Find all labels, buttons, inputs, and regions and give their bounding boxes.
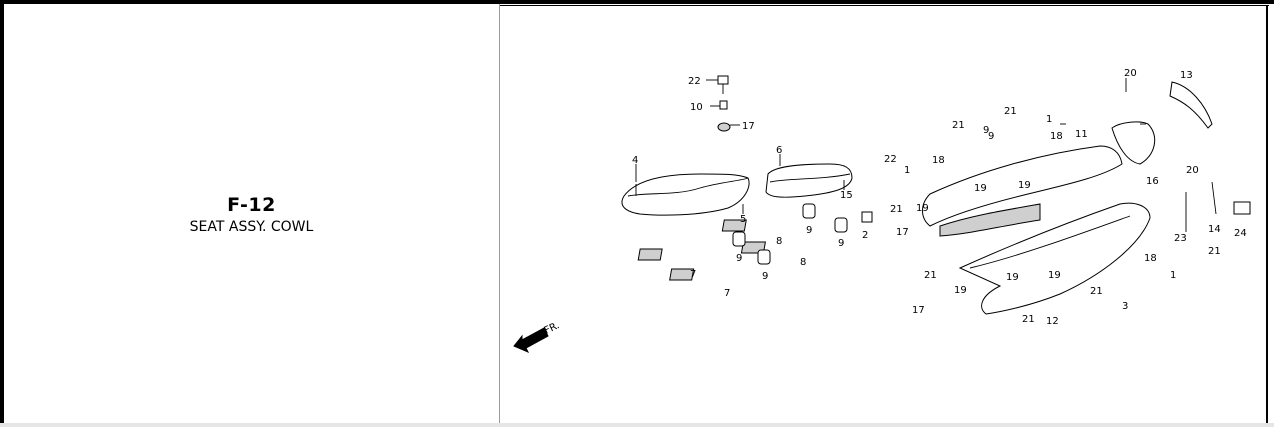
tail-cover-part [1111, 81, 1251, 232]
callout-19c: 19 [916, 203, 929, 214]
callout-18b: 18 [1050, 131, 1063, 142]
callout-14: 14 [1208, 224, 1221, 235]
callout-18c: 18 [1144, 253, 1157, 264]
callout-leader-lines [635, 78, 1146, 214]
callout-1b: 1 [1046, 114, 1052, 125]
callout-21d: 21 [924, 270, 937, 281]
callout-1c: 1 [1170, 270, 1176, 281]
callout-21f: 21 [1022, 314, 1035, 325]
callout-24: 24 [1234, 228, 1247, 239]
front-direction-arrow-icon [513, 327, 549, 353]
seat-rubber-blocks [637, 219, 766, 281]
callout-9f: 9 [983, 125, 989, 136]
parts-diagram-svg: FR. [513, 68, 1251, 353]
callout-21c: 21 [890, 204, 903, 215]
frame-top-border [0, 0, 1274, 4]
callout-19f: 19 [954, 285, 967, 296]
exploded-parts-diagram: FR. [500, 6, 1266, 423]
side-cowl-upper [922, 145, 1123, 237]
callout-1: 1 [904, 165, 910, 176]
side-cowl-lower [958, 202, 1151, 315]
callout-15: 15 [840, 190, 853, 201]
callout-7b: 7 [724, 288, 730, 299]
callout-8: 8 [776, 236, 782, 247]
callout-20b: 20 [1186, 165, 1199, 176]
callout-4: 4 [632, 155, 638, 166]
callout-22: 22 [688, 76, 701, 87]
seat-bumpers [732, 203, 873, 265]
callout-21e: 21 [1090, 286, 1103, 297]
callout-21a: 21 [952, 120, 965, 131]
callout-5: 5 [740, 214, 746, 225]
callout-17: 17 [742, 121, 755, 132]
callout-8b: 8 [800, 257, 806, 268]
callout-19d: 19 [1006, 272, 1019, 283]
callout-22b: 22 [884, 154, 897, 165]
callout-6: 6 [776, 145, 782, 156]
callout-10: 10 [690, 102, 703, 113]
callout-11: 11 [1075, 129, 1088, 140]
callout-21b: 21 [1004, 106, 1017, 117]
callout-16: 16 [1146, 176, 1159, 187]
diagram-right-border [1266, 5, 1268, 425]
callout-numbers: 22 10 17 4 6 15 5 8 9 9 9 2 7 7 8 9 9 22… [632, 68, 1247, 327]
bolt-stack [717, 75, 731, 132]
callout-13: 13 [1180, 70, 1193, 81]
diagram-top-border [500, 5, 1269, 6]
seat-rear-part [765, 163, 853, 198]
section-title: SEAT ASSY. COWL [189, 219, 314, 235]
direction-label: FR. [543, 320, 562, 337]
section-code: F-12 [227, 194, 276, 216]
callout-19e: 19 [1048, 270, 1061, 281]
callout-9c: 9 [736, 253, 742, 264]
callout-17b: 17 [896, 227, 909, 238]
callout-18: 18 [932, 155, 945, 166]
callout-19b: 19 [1018, 180, 1031, 191]
callout-19a: 19 [974, 183, 987, 194]
callout-17c: 17 [912, 305, 925, 316]
callout-9e: 9 [988, 131, 994, 142]
callout-20a: 20 [1124, 68, 1137, 79]
callout-12: 12 [1046, 316, 1059, 327]
callout-2: 2 [862, 230, 868, 241]
callout-7a: 7 [690, 269, 696, 280]
panel-divider [499, 4, 500, 425]
frame-left-border [0, 0, 4, 427]
callout-23: 23 [1174, 233, 1187, 244]
frame-bottom-border [0, 423, 1274, 427]
section-label-panel: F-12 SEAT ASSY. COWL [4, 6, 499, 423]
seat-front-part [621, 173, 750, 216]
callout-9b: 9 [838, 238, 844, 249]
callout-9d: 9 [762, 271, 768, 282]
callout-9a: 9 [806, 225, 812, 236]
callout-3: 3 [1122, 301, 1128, 312]
callout-21g: 21 [1208, 246, 1221, 257]
